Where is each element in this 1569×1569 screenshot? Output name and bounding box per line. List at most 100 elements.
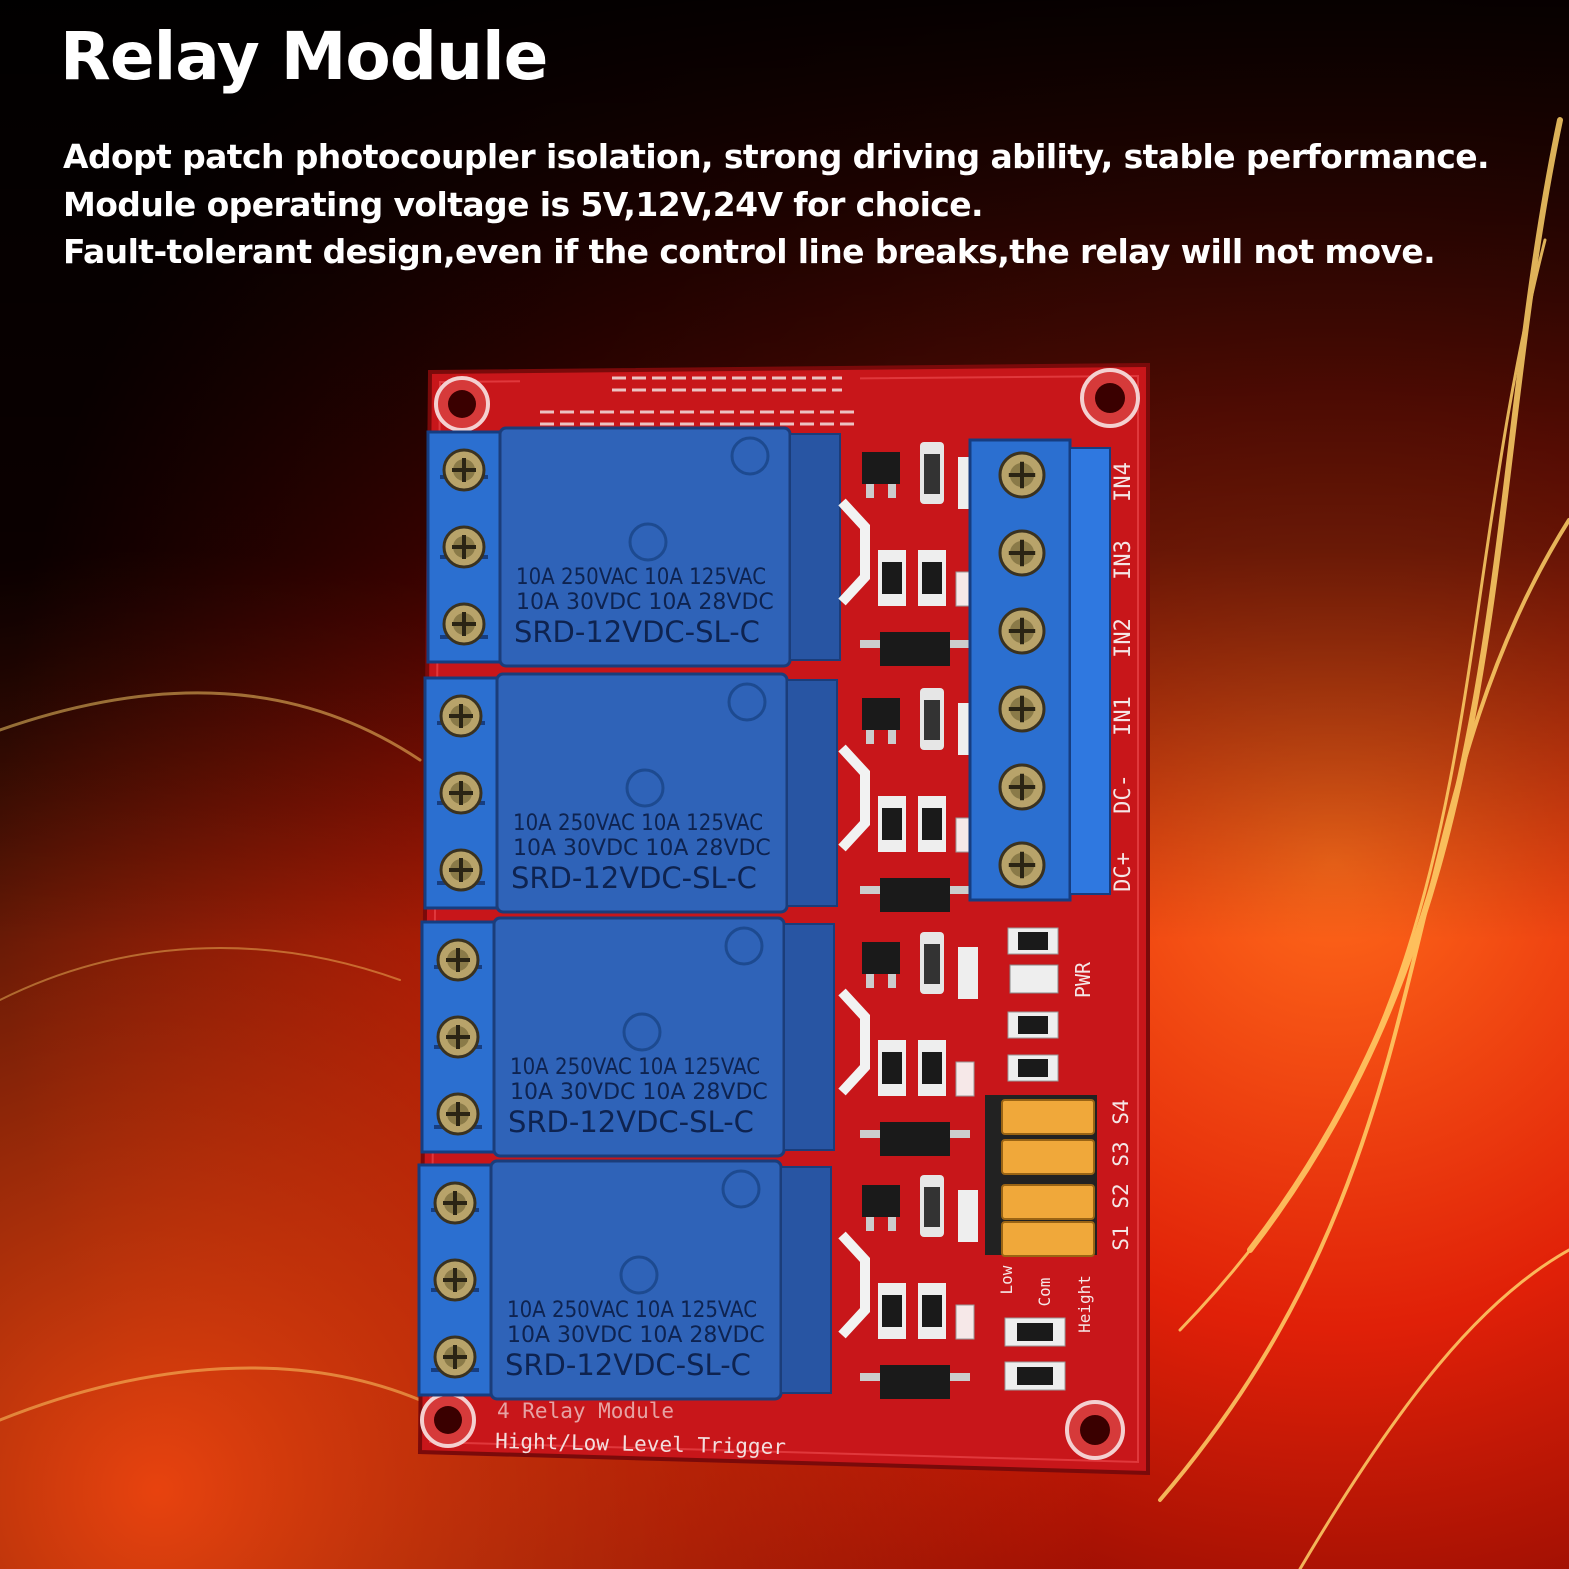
relay-marking [730, 436, 770, 476]
diode-body [924, 454, 940, 494]
relay-model: SRD-12VDC-SL-C [514, 615, 760, 649]
relay-marking [625, 768, 665, 808]
resistor [958, 947, 978, 999]
jumper-cap[interactable] [1001, 1099, 1095, 1135]
screw-slot [446, 1102, 470, 1126]
relay-marking [724, 926, 764, 966]
relay-model: SRD-12VDC-SL-C [508, 1105, 754, 1139]
input-pin-label: DC+ [1111, 852, 1136, 892]
switch-label: S3 [1109, 1141, 1133, 1166]
relay-side [783, 923, 835, 1151]
mounting-hole [420, 1392, 476, 1448]
input-pin-label: IN1 [1111, 696, 1136, 736]
input-terminal-screw[interactable] [998, 607, 1046, 655]
bottom-label-module: 4 Relay Module [497, 1399, 674, 1423]
input-pin-label: IN3 [1111, 540, 1136, 580]
terminal-screw[interactable] [436, 1092, 480, 1136]
input-terminal-screw[interactable] [998, 685, 1046, 733]
relay-bracket [838, 988, 870, 1096]
indicator-led [955, 1304, 975, 1340]
terminal-screw[interactable] [439, 694, 483, 738]
jumper-mode-label: Com [1035, 1278, 1054, 1307]
relay-bracket [838, 744, 870, 852]
input-pin-label: IN4 [1111, 462, 1136, 502]
terminal-screw[interactable] [433, 1181, 477, 1225]
optocoupler-pin [860, 1373, 880, 1381]
transistor-pin [888, 730, 896, 744]
switch-label: S4 [1109, 1099, 1133, 1124]
screw-slot [446, 1025, 470, 1049]
terminal-screw[interactable] [433, 1335, 477, 1379]
resistor-body [882, 1295, 902, 1327]
transistor-pin [888, 484, 896, 498]
input-terminal-screw[interactable] [998, 841, 1046, 889]
relay-side [789, 433, 841, 661]
relay-bracket [838, 498, 870, 606]
terminal-screw[interactable] [442, 602, 486, 646]
resistor-body [922, 1052, 942, 1084]
relay-rating-line: 10A 30VDC 10A 28VDC [513, 836, 771, 861]
screw-slot [1008, 695, 1036, 723]
screw-slot [1008, 617, 1036, 645]
terminal-screw[interactable] [439, 771, 483, 815]
jumper-cap[interactable] [1001, 1221, 1095, 1257]
input-terminal-screw[interactable] [998, 763, 1046, 811]
optocoupler [880, 1365, 950, 1399]
screw-slot [1008, 539, 1036, 567]
transistor-pin [888, 974, 896, 988]
trigger-mode-jumpers[interactable] [985, 1095, 1097, 1257]
transistor-pin [866, 974, 874, 988]
resistor-body [882, 1052, 902, 1084]
jumper-cap[interactable] [1001, 1139, 1095, 1175]
pwr-label: PWR [1071, 961, 1095, 998]
optocoupler-pin [860, 886, 880, 894]
terminal-screw[interactable] [439, 848, 483, 892]
relay-rating-line: 10A 250VAC 10A 125VAC [516, 565, 766, 590]
diode-body [924, 700, 940, 740]
transistor [862, 452, 900, 484]
terminal-screw[interactable] [442, 448, 486, 492]
screw-slot [443, 1191, 467, 1215]
terminal-screw[interactable] [436, 938, 480, 982]
input-terminal-block [968, 438, 1111, 902]
input-terminal-screw[interactable] [998, 451, 1046, 499]
screw-slot [452, 458, 476, 482]
terminal-screw[interactable] [436, 1015, 480, 1059]
relay-rating-line: 10A 250VAC 10A 125VAC [507, 1298, 757, 1323]
resistor-body [1017, 1367, 1053, 1385]
relay-marking [622, 1012, 662, 1052]
resistor-body [922, 1295, 942, 1327]
screw-slot [1008, 773, 1036, 801]
relay-marking [727, 682, 767, 722]
terminal-screw[interactable] [433, 1258, 477, 1302]
switch-label: S1 [1109, 1225, 1133, 1250]
optocoupler-pin [950, 1373, 970, 1381]
screw-slot [452, 535, 476, 559]
terminal-screw[interactable] [442, 525, 486, 569]
diode-body [924, 944, 940, 984]
jumper-cap[interactable] [1001, 1184, 1095, 1220]
screw-slot [446, 948, 470, 972]
optocoupler [880, 632, 950, 666]
screw-slot [1008, 461, 1036, 489]
mounting-hole [1080, 368, 1140, 428]
description-line: Adopt patch photocoupler isolation, stro… [63, 137, 1490, 176]
input-terminal-screw[interactable] [998, 529, 1046, 577]
resistor-body [922, 562, 942, 594]
pwr-led [1009, 964, 1059, 994]
relay-rating-line: 10A 250VAC 10A 125VAC [513, 811, 763, 836]
screw-slot [443, 1268, 467, 1292]
relay-side [780, 1166, 832, 1394]
resistor-body [922, 808, 942, 840]
optocoupler-pin [860, 1130, 880, 1138]
resistor-body [1018, 1016, 1048, 1034]
diode-body [924, 1187, 940, 1227]
indicator-led [955, 1061, 975, 1097]
resistor-body [1018, 932, 1048, 950]
optocoupler-pin [860, 640, 880, 648]
relay-rating-line: 10A 30VDC 10A 28VDC [510, 1080, 768, 1105]
